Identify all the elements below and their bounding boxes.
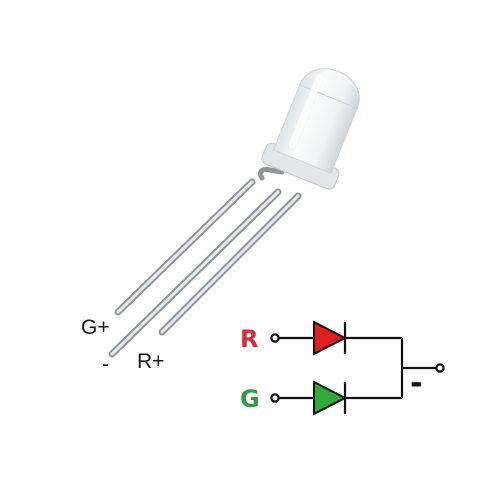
led-body: [261, 68, 360, 190]
green-terminal: [270, 393, 280, 403]
green-diode: [313, 380, 348, 416]
pin-label-common-cathode: -: [102, 353, 109, 376]
pin-label-green-anode: G+: [81, 316, 110, 339]
label-green: G: [240, 385, 260, 413]
schematic-symbol: [270, 322, 445, 414]
label-common-cathode: -: [410, 366, 422, 401]
red-terminal: [270, 333, 280, 343]
common-terminal: [435, 363, 445, 373]
red-diode: [313, 320, 348, 356]
pin-label-red-anode: R+: [137, 350, 164, 373]
label-red: R: [240, 325, 258, 353]
led-component: [108, 68, 360, 358]
led-leads: [108, 167, 302, 358]
